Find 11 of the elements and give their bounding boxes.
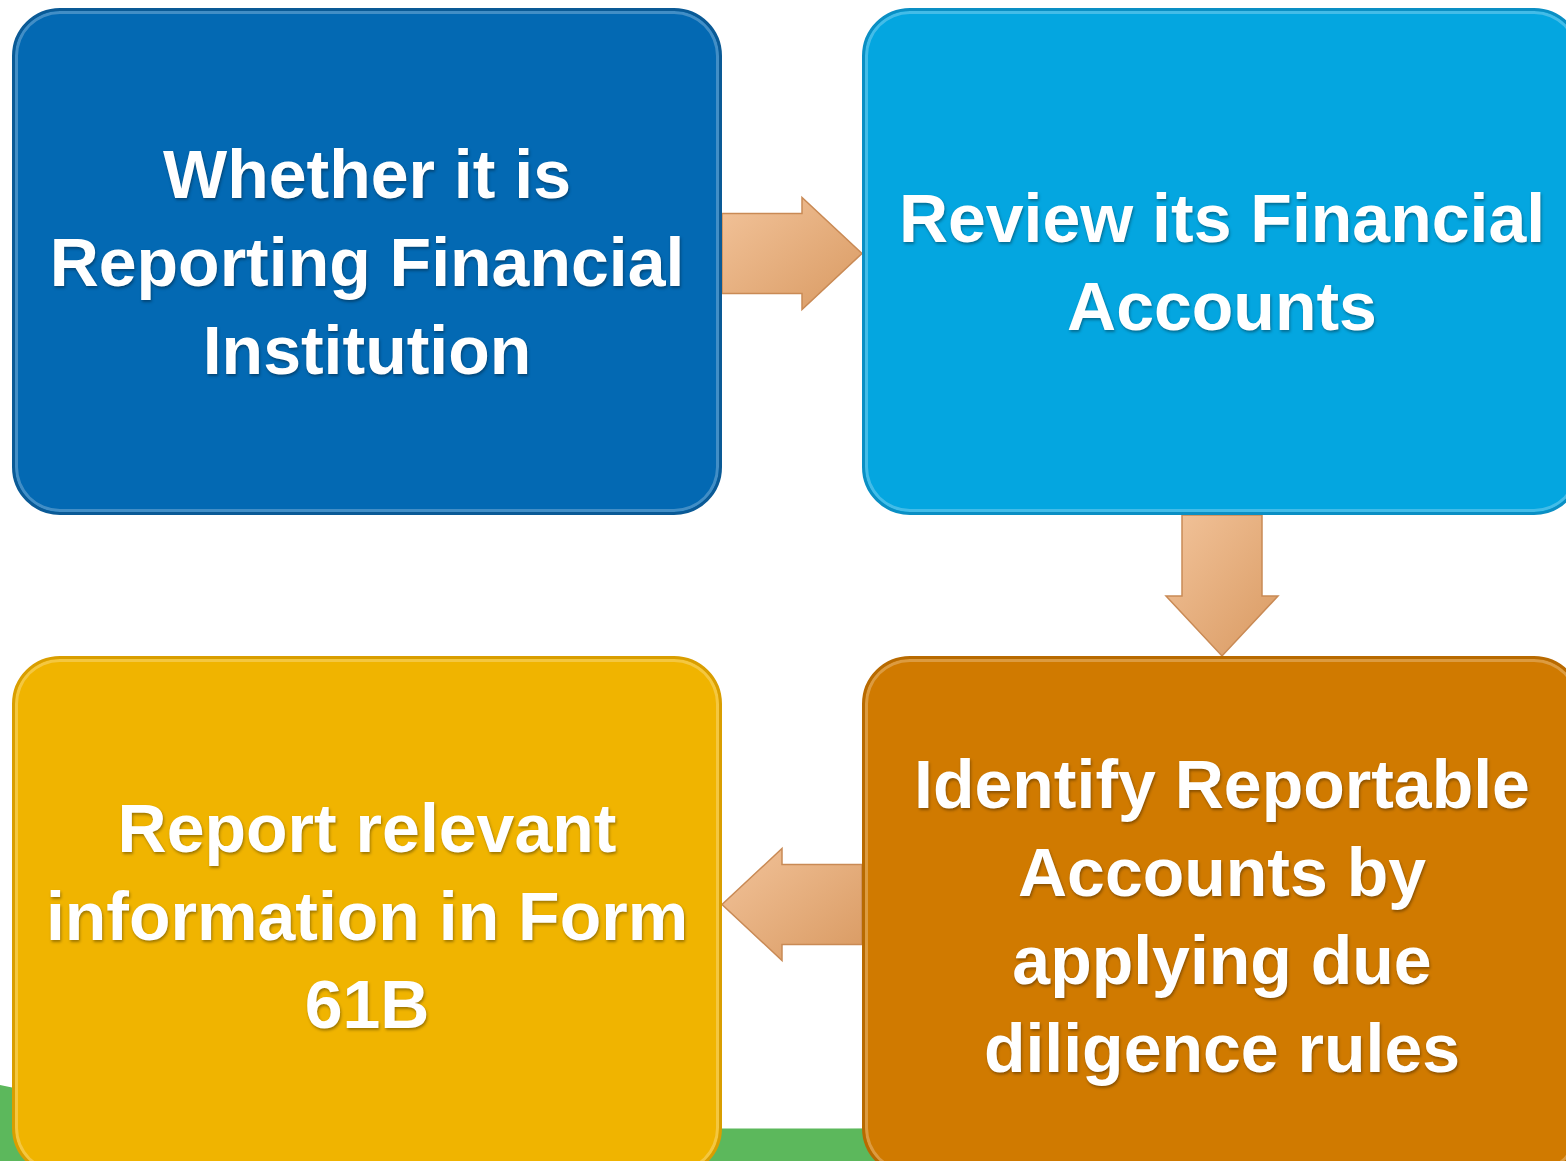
block-arrow [721,195,864,312]
block-arrow [720,846,863,963]
process-box [862,656,1566,1161]
process-box [12,656,722,1161]
step-text: Review its Financial Accounts [897,178,1547,346]
step-text: Report relevant information in Form 61B [45,789,689,1044]
process-box [862,8,1566,515]
step-text: Identify Reportable Accounts by applying due diligence rules [913,745,1531,1088]
process-box [12,8,722,515]
block-arrow [1164,514,1280,658]
step-text: Whether it is Reporting Financial Institution [48,134,686,390]
